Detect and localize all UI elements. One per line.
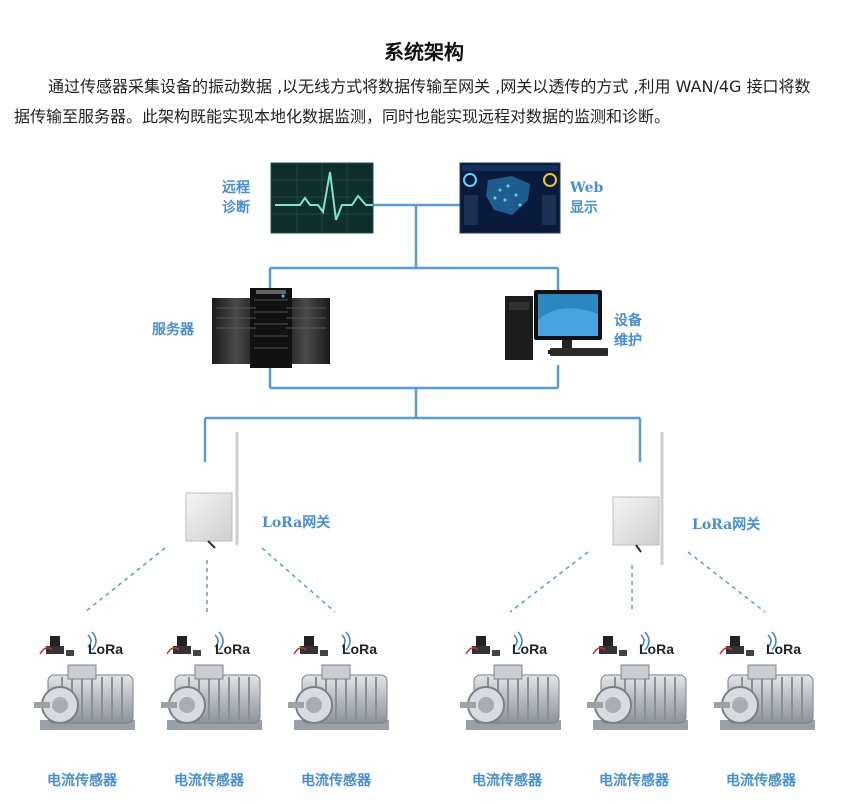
sensor-label-4: 电流传感器	[472, 773, 542, 789]
label-gateway-left: LoRa网关	[262, 515, 331, 531]
lora-gateway-right-icon	[612, 432, 664, 565]
sensor-kit-2-icon	[166, 635, 202, 657]
label-remote-diagnosis: 远程 诊断	[222, 178, 250, 218]
label-maintenance-line2: 维护	[614, 333, 642, 349]
label-maintenance-line1: 设备	[614, 313, 642, 329]
label-remote-diagnosis-line1: 远程	[222, 180, 250, 196]
lora-badge-4: LoRa	[512, 641, 547, 657]
motor-6-icon	[713, 664, 816, 731]
sensor-label-6: 电流传感器	[726, 773, 796, 789]
workstation-icon	[505, 290, 608, 360]
motor-4-icon	[459, 664, 562, 731]
lora-badge-6: LoRa	[766, 641, 801, 657]
motor-5-icon	[586, 664, 689, 731]
ecg-monitor-icon	[270, 162, 374, 234]
label-remote-diagnosis-line2: 诊断	[222, 200, 250, 216]
sensor-label-3: 电流传感器	[301, 773, 371, 789]
server-rack-icon	[212, 288, 330, 368]
description-paragraph: 通过传感器采集设备的振动数据 ,以无线方式将数据传输至网关 ,网关以透传的方式 …	[14, 72, 824, 132]
motor-3-icon	[287, 664, 390, 731]
label-web-display: Web 显示	[570, 178, 603, 218]
sensor-label-5: 电流传感器	[599, 773, 669, 789]
sensor-kit-3-icon	[293, 635, 329, 657]
label-server: 服务器	[152, 322, 194, 338]
lora-badge-5: LoRa	[639, 641, 674, 657]
lora-gateway-left-icon	[185, 432, 239, 549]
label-gateway-right: LoRa网关	[692, 517, 761, 533]
paragraph-text: 通过传感器采集设备的振动数据 ,以无线方式将数据传输至网关 ,网关以透传的方式 …	[14, 77, 811, 126]
sensor-kit-5-icon	[592, 635, 628, 657]
lora-badge-2: LoRa	[215, 641, 250, 657]
sensor-kit-1-icon	[39, 635, 75, 657]
sensor-kit-6-icon	[719, 635, 755, 657]
sensor-kit-4-icon	[465, 635, 501, 657]
lora-badge-3: LoRa	[342, 641, 377, 657]
motor-1-icon	[33, 664, 136, 731]
sensor-label-1: 电流传感器	[47, 773, 117, 789]
wireless-links	[84, 547, 766, 613]
motor-2-icon	[160, 664, 263, 731]
network-lines	[203, 203, 642, 462]
label-web-display-line1: Web	[570, 180, 604, 196]
web-dashboard-icon	[459, 162, 561, 234]
sensor-label-2: 电流传感器	[174, 773, 244, 789]
label-maintenance: 设备 维护	[614, 311, 642, 351]
lora-badge-1: LoRa	[88, 641, 123, 657]
page-title: 系统架构	[384, 40, 464, 64]
label-web-display-line2: 显示	[570, 200, 598, 216]
